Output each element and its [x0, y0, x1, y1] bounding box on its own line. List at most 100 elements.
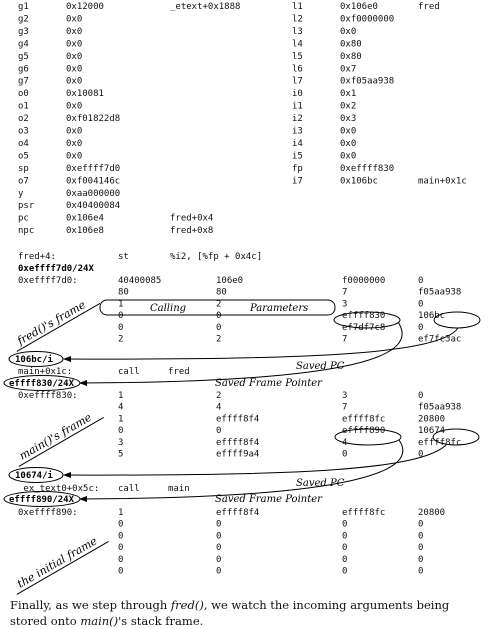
register-name: o4: [18, 139, 29, 149]
main-frame-label-group: main()'s frame: [17, 411, 104, 467]
register-name: i4: [292, 139, 303, 149]
memory-word: 1: [118, 391, 123, 401]
register-value: 0x7: [340, 64, 356, 74]
memory-word: 0: [418, 323, 423, 333]
register-value: 0x106e4: [66, 214, 104, 224]
memory-word: 0: [216, 567, 221, 577]
memory-word: 3: [342, 299, 347, 309]
caption-fn-main: main(): [80, 614, 119, 628]
caption-text-3: 's stack frame.: [118, 614, 204, 628]
memory-word: 0: [118, 543, 123, 553]
memory-word: effff830: [342, 311, 385, 321]
register-value: 0x0: [66, 127, 82, 137]
register-name: g4: [18, 39, 29, 49]
memory-word: 0: [342, 543, 347, 553]
command-frame-dump-3: effff890/24X: [9, 495, 75, 505]
register-name: l5: [292, 52, 303, 62]
register-value: 0x12000: [66, 2, 104, 12]
instruction-op: st: [118, 252, 129, 262]
calling-label: Calling: [150, 303, 186, 314]
register-name: l1: [292, 2, 303, 12]
memory-word: 10674: [418, 426, 445, 436]
register-symbol: fred+0x8: [170, 226, 213, 236]
fred-frame-label-group: fred()'s frame: [14, 298, 101, 352]
memory-word: 0: [216, 531, 221, 541]
saved-fp-arrow-1: [79, 321, 403, 386]
memory-word: 5: [118, 450, 123, 460]
register-name: g1: [18, 2, 29, 12]
parameters-label: Parameters: [249, 303, 308, 314]
disassembly-op-2: call: [118, 484, 140, 494]
register-name: sp: [18, 164, 29, 174]
memory-word: 1: [118, 414, 123, 424]
memory-word: 0: [216, 543, 221, 553]
memory-word: 20800: [418, 508, 445, 518]
caption-fn-fred: fred(): [170, 598, 204, 612]
memory-word: 0: [216, 311, 221, 321]
memory-word: 0: [118, 555, 123, 565]
memory-word: effff890: [342, 426, 385, 436]
initial-frame-label: the initial frame: [15, 534, 100, 590]
saved-fp-label-2: Saved Frame Pointer: [215, 494, 323, 505]
memory-word: 0: [418, 555, 423, 565]
memory-word: 80: [216, 288, 227, 298]
saved-pc-label-2: Saved PC: [296, 478, 345, 489]
memory-word: 0: [342, 531, 347, 541]
disassembly-label-2: _ex_text0+0x5c:: [18, 484, 99, 494]
fred-frame-underline: [16, 303, 101, 352]
memory-word: effff8fc: [342, 508, 385, 518]
register-name: i0: [292, 89, 303, 99]
register-name: i5: [292, 151, 303, 161]
register-value: 0x80: [340, 39, 362, 49]
memory-word: f05aa938: [418, 288, 461, 298]
command-frame-dump-1: 0xeffff7d0/24X: [18, 264, 94, 274]
register-value: 0x0: [340, 151, 356, 161]
saved-fp-label-1: Saved Frame Pointer: [215, 378, 323, 389]
memory-word: 7: [342, 403, 347, 413]
memory-word: 106e0: [216, 276, 243, 286]
register-name: l7: [292, 77, 303, 87]
register-symbol: main+0x1c: [418, 176, 467, 186]
saved-pc-label-1: Saved PC: [296, 361, 345, 372]
register-value: 0x0: [66, 14, 82, 24]
register-name: o0: [18, 89, 29, 99]
register-name: i7: [292, 176, 303, 186]
calling-parameters-box: [99, 299, 336, 316]
memory-word: 0: [118, 426, 123, 436]
memory-word: 0: [216, 520, 221, 530]
saved-pc-arrow-1: [63, 327, 459, 363]
memory-word: 0: [418, 567, 423, 577]
memory-word: effff8f4: [216, 438, 259, 448]
register-value: 0xf01822d8: [66, 114, 120, 124]
register-name: l3: [292, 27, 303, 37]
saved-pc-arrow-2: [63, 444, 447, 479]
memory-word: 0: [118, 311, 123, 321]
memory-word: effff8f4: [216, 414, 259, 424]
register-value: 0x0: [66, 102, 82, 112]
command-ellipse-3: [8, 467, 64, 483]
memory-word: 7: [342, 335, 347, 345]
memory-word: 0: [342, 555, 347, 565]
memory-word: 3: [118, 438, 123, 448]
saved-pc-ellipse-2: [432, 428, 480, 446]
register-value: 0x0: [66, 39, 82, 49]
memory-word: 3: [342, 391, 347, 401]
memory-word: 0: [418, 391, 423, 401]
memory-word: 0: [118, 323, 123, 333]
register-name: g2: [18, 14, 29, 24]
memory-word: 2: [118, 335, 123, 345]
command-disassemble-1: 106bc/i: [15, 354, 54, 365]
caption-text-2: , we watch the incoming arguments being …: [10, 598, 450, 628]
memory-word: 7: [342, 288, 347, 298]
register-value: 0x0: [66, 77, 82, 87]
memory-word: 4: [216, 403, 221, 413]
register-value: 0x0: [66, 151, 82, 161]
memory-word: 0: [342, 520, 347, 530]
register-value: 0xf004146c: [66, 176, 120, 186]
register-value: 0x0: [340, 127, 356, 137]
register-name: g3: [18, 27, 29, 37]
saved-fp-ellipse-1: [333, 311, 401, 329]
register-value: 0x0: [340, 139, 356, 149]
saved-fp-arrow-2: [79, 439, 404, 502]
